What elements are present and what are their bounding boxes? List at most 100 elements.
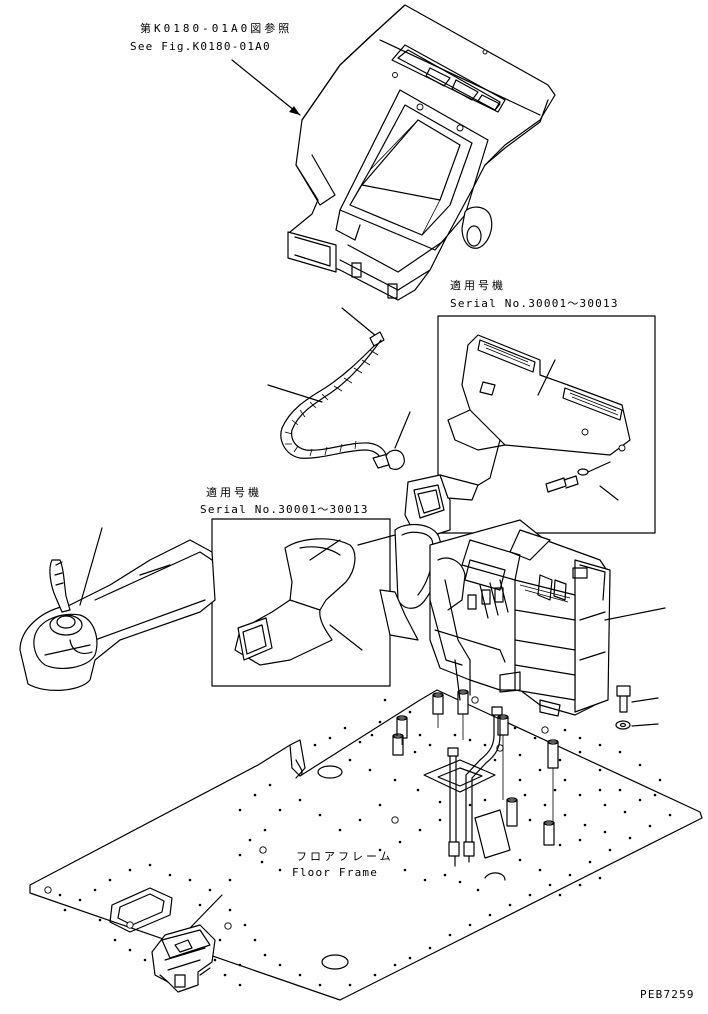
floor-hole xyxy=(238,983,242,987)
floor-hole xyxy=(383,698,387,702)
floor-hole xyxy=(578,750,582,754)
floor-hole xyxy=(428,743,432,747)
floor-hole xyxy=(568,873,572,877)
floor-hole xyxy=(618,788,622,792)
floor-hole xyxy=(428,946,432,950)
floor-hole xyxy=(253,793,257,797)
floor-hole xyxy=(523,793,527,797)
floor-hole xyxy=(263,953,267,957)
floor-hole xyxy=(528,893,532,897)
floor-hole xyxy=(370,733,374,737)
applicable-serial-2-jp: 適用号機 xyxy=(206,486,262,499)
floor-hole xyxy=(483,798,487,802)
floor-hole xyxy=(148,863,152,867)
floor-hole xyxy=(608,848,612,852)
floor-hole xyxy=(238,963,242,967)
floor-hole xyxy=(373,973,377,977)
refrigerant-lines xyxy=(447,659,503,867)
floor-frame xyxy=(29,689,703,1001)
floor-hole xyxy=(483,743,487,747)
floor-hole xyxy=(518,778,522,782)
floor-hole xyxy=(603,803,607,807)
floor-hole xyxy=(228,878,232,882)
floor-hole xyxy=(318,983,322,987)
floor-hole xyxy=(628,836,632,840)
floor-hole xyxy=(553,788,557,792)
floor-hole xyxy=(243,923,247,927)
floor-hole xyxy=(448,933,452,937)
floor-hole xyxy=(598,768,602,772)
floor-hole-large xyxy=(44,886,52,894)
floor-hole xyxy=(248,838,252,842)
floor-hole xyxy=(618,750,622,754)
floor-hole xyxy=(378,803,382,807)
floor-hole xyxy=(558,843,562,847)
floor-hole xyxy=(468,923,472,927)
floor-hole xyxy=(93,888,97,892)
floor-hole xyxy=(63,908,67,912)
reference-label-jp: 第K0180-01A0図参照 xyxy=(140,22,293,35)
floor-hole xyxy=(228,908,232,912)
floor-hole xyxy=(598,743,602,747)
applicable-serial-1-jp: 適用号機 xyxy=(450,279,506,292)
floor-hole xyxy=(298,973,302,977)
floor-hole xyxy=(393,778,397,782)
floor-hole xyxy=(188,878,192,882)
floor-hole-large xyxy=(391,816,399,824)
floor-hole xyxy=(603,830,607,834)
floor-hole xyxy=(578,838,582,842)
floor-hole xyxy=(468,738,472,742)
floor-hole xyxy=(538,868,542,872)
floor-hole xyxy=(108,878,112,882)
floor-hole xyxy=(578,736,582,740)
control-lever-assembly xyxy=(19,527,216,691)
floor-hole xyxy=(223,973,227,977)
reference-label-en: See Fig.K0180-01A0 xyxy=(130,40,271,53)
floor-hole xyxy=(348,758,352,762)
floor-hole-large xyxy=(224,922,232,930)
applicable-serial-1-en: Serial No.30001～30013 xyxy=(450,297,619,310)
floor-hole xyxy=(588,860,592,864)
bolt-and-washer xyxy=(615,685,659,730)
floor-hole xyxy=(128,948,132,952)
floor-hole xyxy=(408,956,412,960)
floor-hole xyxy=(378,720,382,724)
floor-hole xyxy=(278,808,282,812)
floor-hole xyxy=(598,788,602,792)
floor-hole xyxy=(143,958,147,962)
floor-hole-large xyxy=(259,846,267,854)
applicable-serial-2-en: Serial No.30001～30013 xyxy=(200,503,369,516)
pedal-valve xyxy=(151,894,223,993)
floor-hole xyxy=(413,750,417,754)
floor-hole xyxy=(438,818,442,822)
floor-hole xyxy=(558,758,562,762)
floor-hole xyxy=(278,963,282,967)
floor-hole xyxy=(438,800,442,804)
floor-hole-large xyxy=(541,726,549,734)
floor-hole xyxy=(358,818,362,822)
floor-hole xyxy=(543,803,547,807)
floor-hole xyxy=(493,758,497,762)
floor-hole xyxy=(58,893,62,897)
floor-hole xyxy=(198,903,202,907)
floor-hole xyxy=(378,848,382,852)
floor-hole xyxy=(408,710,412,714)
floor-hole xyxy=(218,938,222,942)
floor-hole xyxy=(338,828,342,832)
floor-hole xyxy=(638,798,642,802)
floor-hole xyxy=(558,893,562,897)
floor-hole xyxy=(128,868,132,872)
floor-hole xyxy=(578,793,582,797)
floor-hole xyxy=(318,813,322,817)
floor-hole-large xyxy=(471,696,479,704)
floor-hole xyxy=(213,958,217,962)
floor-hole xyxy=(113,938,117,942)
floor-hole xyxy=(358,740,362,744)
air-conditioner-unit xyxy=(379,474,666,717)
floor-hole xyxy=(168,873,172,877)
floor-hole xyxy=(393,963,397,967)
floor-hole xyxy=(78,898,82,902)
floor-hole xyxy=(468,803,472,807)
